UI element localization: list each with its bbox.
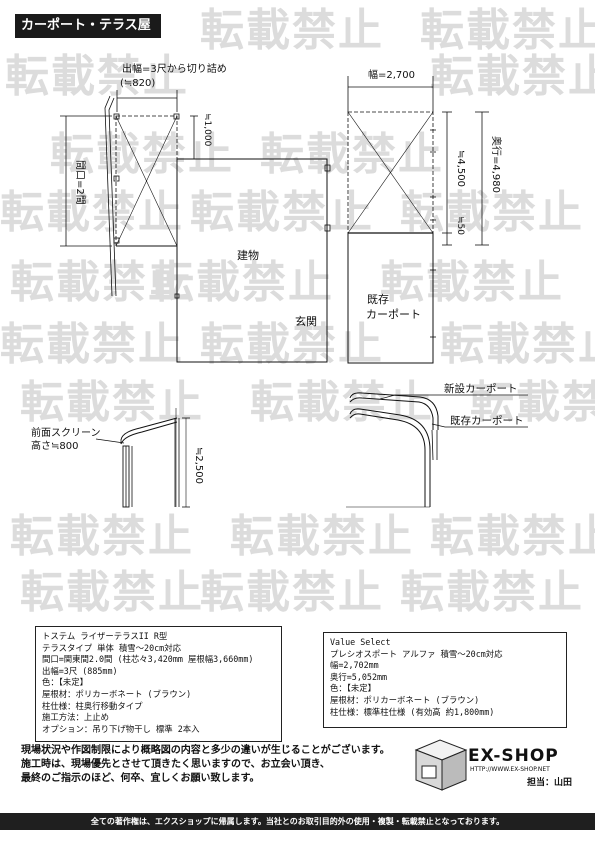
watermark: 転載禁止 <box>10 257 194 308</box>
watermark: 転載禁止 <box>50 129 234 180</box>
watermark: 転載禁止 <box>0 187 184 238</box>
plan-right-label-existing-2: カーポート <box>366 308 421 321</box>
spec-line: 柱仕様：柱奥行移動タイプ <box>42 700 143 711</box>
watermark: 転載禁止 <box>230 511 414 562</box>
watermark: 転載禁止 <box>250 377 434 428</box>
plan-right: 幅=2,700 ≒4,500 ≒50 奥行=4,980 既存 カーポート <box>347 68 503 364</box>
staff-name: 担当：山田 <box>527 778 573 788</box>
plan-left-label-building: 建物 <box>237 248 259 262</box>
spec-line: 間口=関東間2.0間 (柱芯々3,420mm 屋根幅3,660mm) <box>42 654 254 665</box>
watermark: 転載禁止 <box>430 511 595 562</box>
plan-left-dim-vertical: 間口=2間 <box>74 160 86 205</box>
plan-left-dim-top-sub: (≒820) <box>120 78 155 89</box>
watermark: 転載禁止 <box>10 511 194 562</box>
elevation-left: 前面スクリーン 高さ≒800 ≒2,500 <box>31 408 204 508</box>
watermark: 転載禁止 <box>150 257 334 308</box>
plan-right-dim-4980: 奥行=4,980 <box>490 136 503 193</box>
plan-left-dim-small: ≒1,000 <box>202 113 212 147</box>
elev-left-screen-label: 前面スクリーン <box>31 426 101 439</box>
elev-right-label-existing: 既存カーポート <box>450 414 524 427</box>
spec-box-carport: Value Select プレシオスポート アルファ 積雪～20cm対応 幅=2… <box>323 632 567 728</box>
plan-left-label-entrance: 玄関 <box>295 314 317 328</box>
watermark: 転載禁止 <box>470 377 595 428</box>
spec-line: オプション：吊り下げ物干し 標準 2本入 <box>42 723 200 734</box>
spec-line: 奥行=5,052mm <box>330 671 388 682</box>
spec-line: 屋根材：ポリカーボネート (ブラウン) <box>42 688 192 699</box>
page-title: カーポート・テラス屋根 <box>15 14 161 57</box>
spec-line: Value Select <box>330 637 391 647</box>
watermark: 転載禁止 <box>5 51 189 102</box>
note-line: 最終のご指示のほど、何卒、宜しくお願い致します。 <box>21 773 260 784</box>
spec-line: プレシオスポート アルファ 積雪～20cm対応 <box>330 648 503 659</box>
footer-copyright: 全ての著作権は、エクスショップに帰属します。当社とのお取引目的外の使用・複製・転… <box>0 813 595 830</box>
elev-left-screen-height: 高さ≒800 <box>31 439 78 452</box>
watermark: 転載禁止 <box>260 129 444 180</box>
spec-line: 色：【未定】 <box>330 683 377 694</box>
plan-right-label-existing-1: 既存 <box>367 292 389 306</box>
logo-url: HTTP://WWW.EX-SHOP.NET <box>470 766 550 773</box>
watermark: 転載禁止 <box>400 567 584 618</box>
spec-line: 幅=2,702mm <box>330 660 379 671</box>
note-line: 施工時は、現場優先とさせて頂きたく思いますので、お立会い頂き、 <box>21 759 330 770</box>
watermark: 転載禁止 <box>20 567 204 618</box>
watermark: 転載禁止 <box>0 319 184 370</box>
plan-left: 出幅=3尺から切り詰め (≒820) 間口=2間 ≒1,000 建物 玄関 <box>60 62 331 363</box>
watermark: 転載禁止 <box>430 51 595 102</box>
logo-cube-icon <box>414 739 468 791</box>
watermark: 転載禁止 <box>380 257 564 308</box>
watermark: 転載禁止 <box>200 567 384 618</box>
spec-line: トステム ライザーテラスII R型 <box>42 631 168 641</box>
spec-line: テラスタイプ 単体 積雪～20cm対応 <box>42 642 181 653</box>
elev-right-label-new: 新設カーポート <box>444 382 518 395</box>
plan-right-dim-4500: ≒4,500 <box>455 150 466 187</box>
note-line: 現場状況や作図制限により概略図の内容と多少の違いが生じることがございます。 <box>21 745 390 756</box>
spec-line: 施工方法：上止め <box>42 712 109 723</box>
watermark: 転載禁止 <box>200 5 384 56</box>
spec-line: 柱仕様：標準柱仕様 (有効高 約1,800mm) <box>330 706 495 717</box>
logo-name: EX-SHOP <box>468 746 559 766</box>
plan-right-dim-50: ≒50 <box>455 216 465 235</box>
spec-box-terrace: トステム ライザーテラスII R型 テラスタイプ 単体 積雪～20cm対応 間口… <box>35 626 282 742</box>
plan-left-dim-top: 出幅=3尺から切り詰め <box>122 62 227 75</box>
spec-line: 出幅=3尺 (885mm) <box>42 665 118 676</box>
spec-line: 色：【未定】 <box>42 677 89 688</box>
elev-left-dim-height: ≒2,500 <box>193 447 204 484</box>
notes: 現場状況や作図制限により概略図の内容と多少の違いが生じることがございます。 施工… <box>21 744 390 786</box>
watermark: 転載禁止 <box>420 5 595 56</box>
watermark: 転載禁止 <box>440 319 595 370</box>
watermark: 転載禁止 <box>190 187 374 238</box>
spec-line: 屋根材：ポリカーボネート (ブラウン) <box>330 694 480 705</box>
plan-right-dim-width: 幅=2,700 <box>368 68 415 81</box>
elevation-right: 新設カーポート 既存カーポート <box>346 382 528 508</box>
